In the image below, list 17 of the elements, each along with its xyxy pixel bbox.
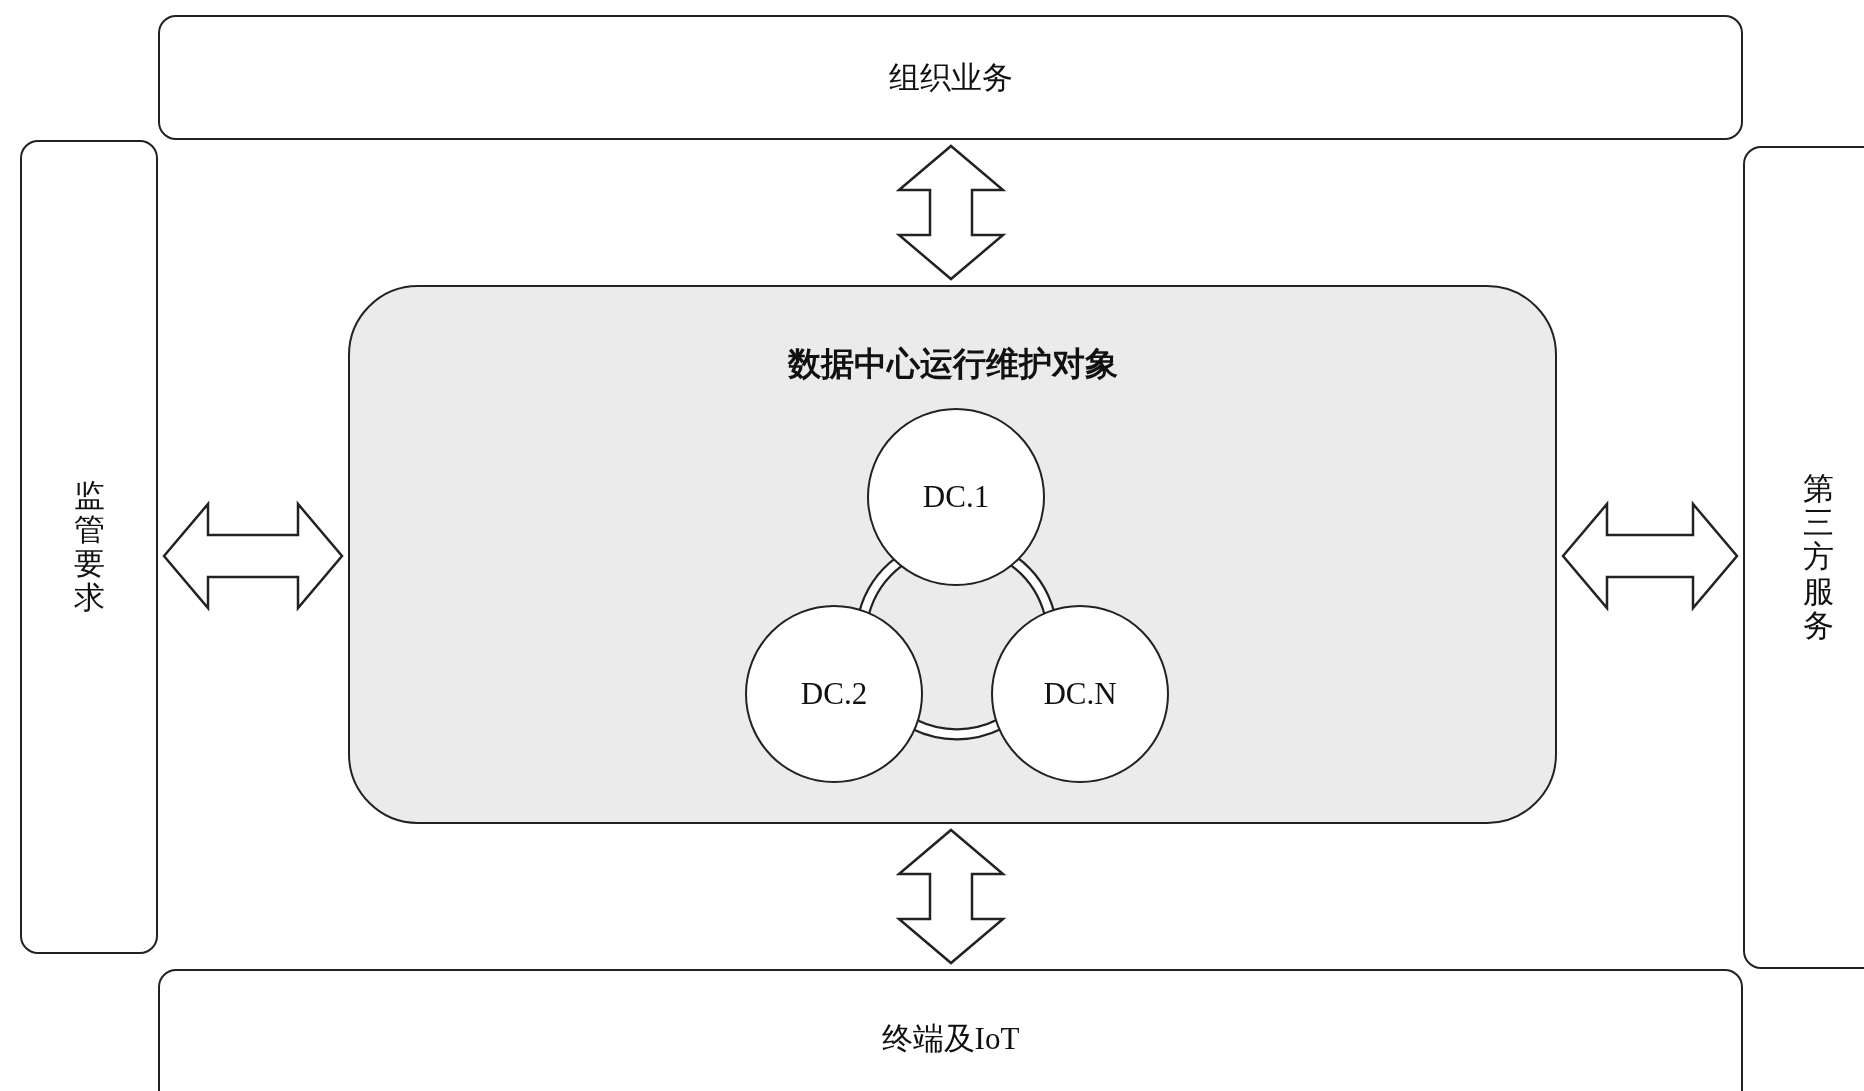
band-label: 终端及IoT: [881, 1020, 1020, 1058]
band-label: 组织业务: [888, 58, 1013, 97]
circle-label: DC.1: [922, 479, 990, 515]
double-block-arrow: [895, 144, 1007, 281]
side-panel: [1743, 146, 1864, 969]
circle-label: DC.2: [800, 676, 868, 712]
layer-band: [158, 15, 1743, 140]
panel-title: 数据中心运行维护对象: [786, 345, 1119, 384]
side-panel: [20, 140, 158, 954]
side-label: 第三方服务: [1802, 472, 1834, 643]
circle-label: DC.N: [1043, 676, 1117, 712]
double-block-arrow: [1561, 500, 1739, 612]
double-block-arrow: [895, 828, 1007, 965]
side-label: 监管要求: [73, 478, 105, 616]
rounded-panel: [348, 285, 1557, 824]
layer-band: [158, 969, 1743, 1091]
double-block-arrow: [162, 500, 344, 612]
